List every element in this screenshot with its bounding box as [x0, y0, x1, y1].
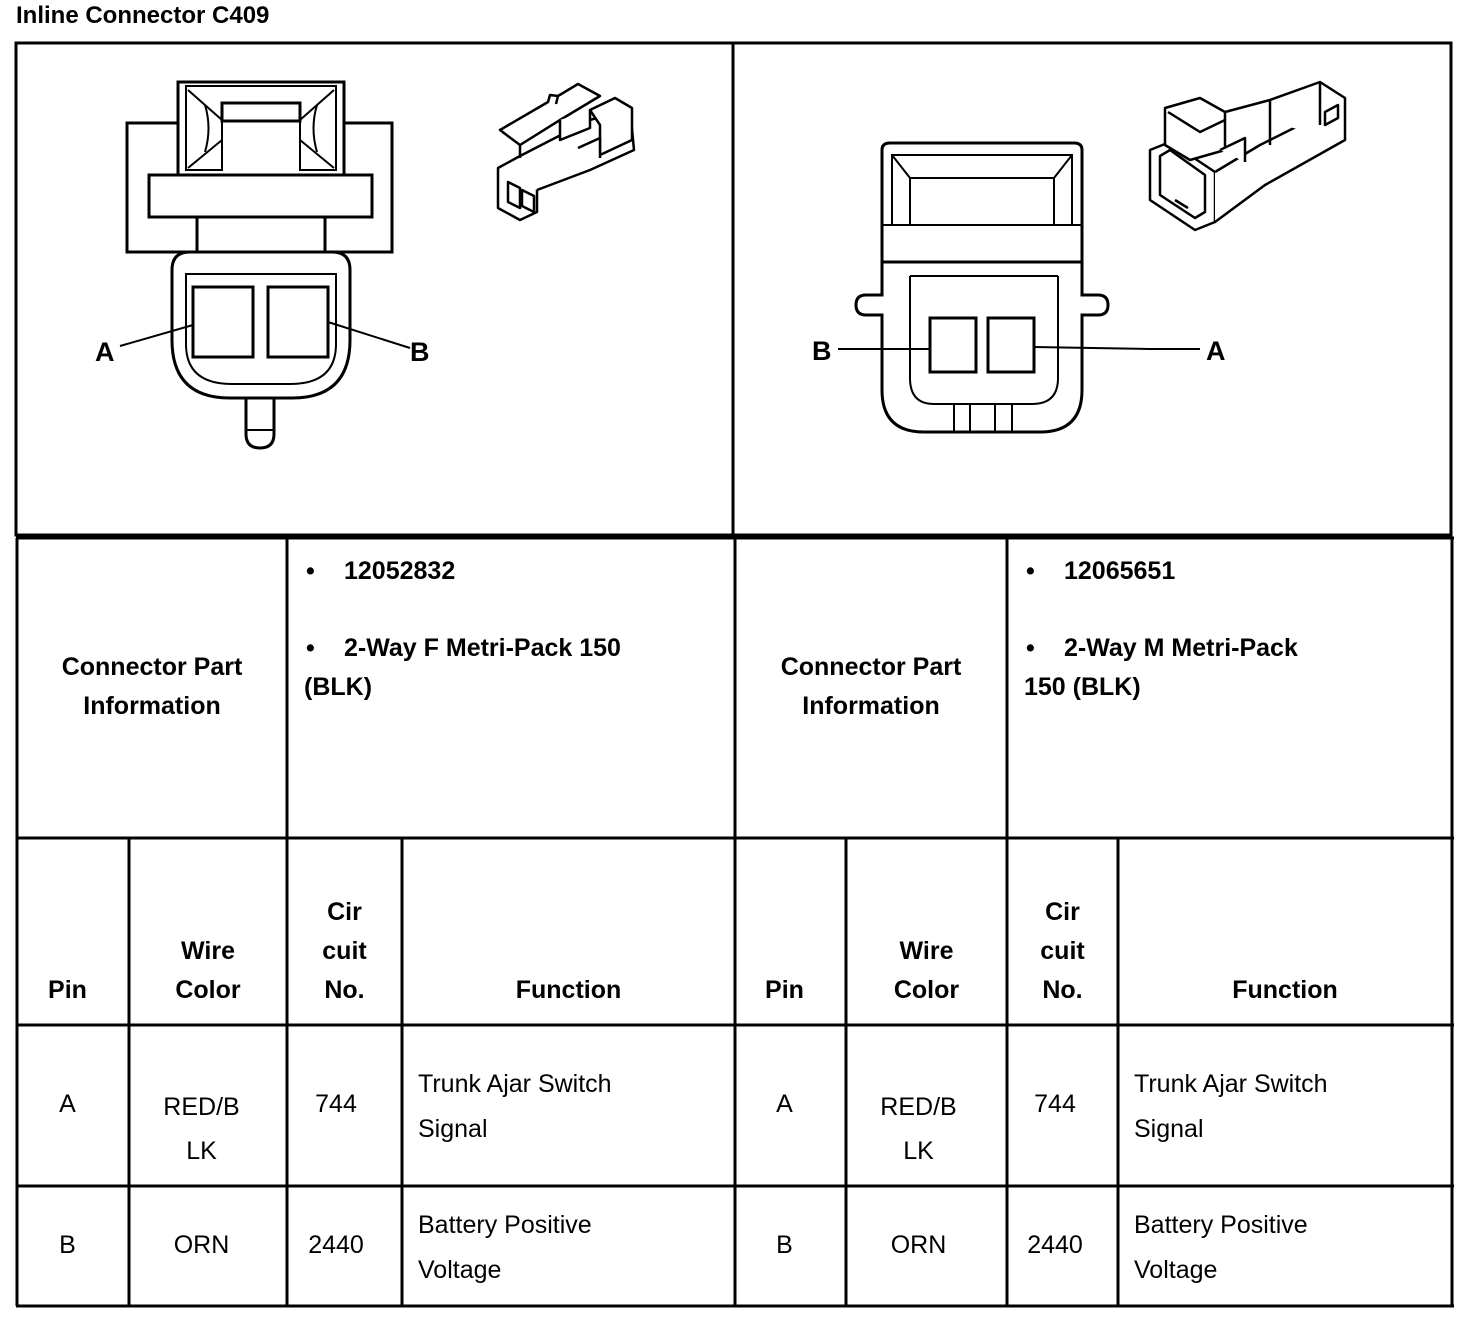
bullet-icon: • [1026, 557, 1035, 585]
bullet-icon: • [1026, 634, 1035, 662]
part-desc-line2-right: 150 (BLK) [1024, 673, 1141, 701]
page-title: Inline Connector C409 [16, 2, 270, 29]
col-header-function-right: Function [1232, 976, 1338, 1004]
table-cell-pin: A [59, 1090, 76, 1118]
part-desc-line1-left: 2-Way F Metri-Pack 150 [344, 634, 621, 662]
table-cell-pin: A [776, 1090, 793, 1118]
col-header-pin-right: Pin [765, 976, 804, 1004]
part-desc-line1-right: 2-Way M Metri-Pack [1064, 634, 1298, 662]
table-cell-circuit: 744 [315, 1090, 357, 1118]
part-info-label-right: Connector Part Information [780, 653, 962, 720]
bullet-icon: • [306, 634, 315, 662]
female-connector-face-icon [119, 80, 411, 450]
table-cell-pin: B [59, 1231, 76, 1259]
table-cell-circuit: 2440 [308, 1231, 364, 1259]
part-number-left: 12052832 [344, 557, 456, 585]
female-connector-3d-icon [496, 82, 636, 222]
table-cell-circuit: 2440 [1027, 1231, 1083, 1259]
part-desc-line2-left: (BLK) [304, 673, 373, 701]
male-connector-face-icon [838, 141, 1200, 434]
table-cell-pin: B [776, 1231, 793, 1259]
col-header-function-left: Function [515, 976, 622, 1004]
table-cell-wire: ORN [173, 1231, 230, 1259]
table-cell-wire: ORN [890, 1231, 947, 1259]
part-number-right: 12065651 [1064, 557, 1176, 585]
pin-label-a-right: A [1206, 336, 1226, 366]
pin-label-b-left: B [410, 337, 430, 367]
bullet-icon: • [306, 557, 315, 585]
col-header-pin-left: Pin [48, 976, 87, 1004]
connector-diagram-area: A B B A [14, 41, 1453, 537]
pin-label-a-left: A [95, 337, 115, 367]
male-connector-3d-icon [1148, 80, 1347, 232]
part-info-label-left: Connector Part Information [61, 653, 243, 720]
table-cell-circuit: 744 [1034, 1090, 1076, 1118]
pin-label-b-right: B [812, 336, 832, 366]
